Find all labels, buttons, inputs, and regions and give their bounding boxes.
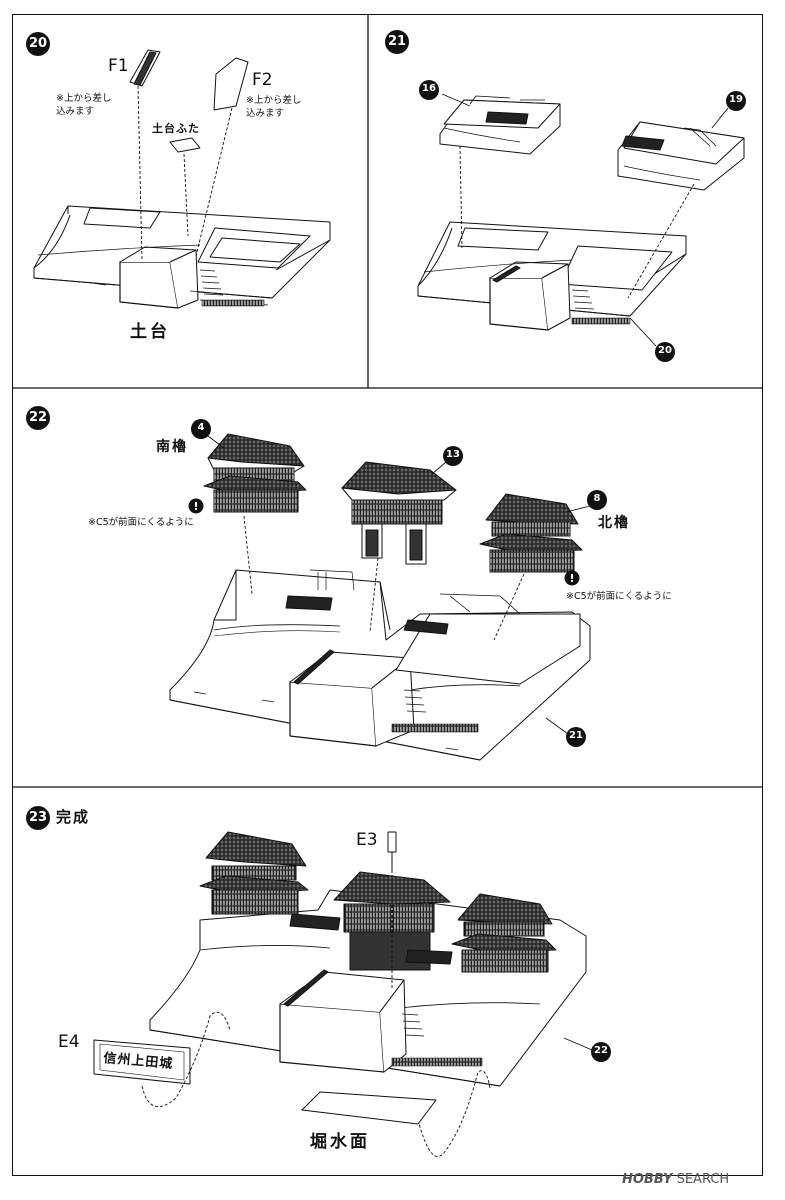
step-21-diagram: [417, 95, 745, 331]
part-16-block: [439, 95, 561, 155]
part-f1: [129, 49, 161, 87]
ref-19: 19: [729, 94, 743, 105]
note-c5-b: ※C5が前面にくるように: [566, 591, 672, 602]
part-e3: [387, 831, 397, 870]
svg-text:!: !: [193, 500, 198, 513]
label-f1: F1: [108, 56, 129, 76]
watermark-brand: HOBBY: [622, 1172, 673, 1187]
ref-16: 16: [422, 83, 436, 94]
label-north-tower: 北櫓: [598, 515, 630, 531]
part-19-block: [617, 121, 745, 191]
step-23-number: 23: [28, 810, 48, 825]
step-21-base: [417, 221, 687, 331]
note-insert-b: ※上から差し 込みます: [246, 95, 302, 119]
note-c5-a: ※C5が前面にくるように: [88, 517, 194, 528]
ref-4: 4: [197, 422, 205, 433]
label-e4: E4: [58, 1032, 80, 1052]
watermark-suffix: SEARCH: [676, 1172, 730, 1187]
warning-icon-b: [564, 570, 580, 586]
step-20-number: 20: [28, 36, 48, 51]
part-e4-plaque: [93, 1039, 191, 1085]
moat-water-plate: [301, 1091, 437, 1125]
step-22-base: [169, 569, 591, 761]
panel-dividers: [12, 14, 763, 788]
north-tower: [479, 493, 583, 573]
caption-dodai: 土台: [130, 322, 170, 342]
step-23-diagram: [93, 831, 587, 1157]
step-23-title: 完成: [56, 808, 91, 826]
south-tower: [203, 433, 307, 513]
step-21-number: 21: [387, 34, 407, 49]
ref-13: 13: [446, 449, 460, 460]
ref-8: 8: [593, 493, 601, 504]
note-insert-a: ※上から差し 込みます: [56, 93, 112, 117]
label-e3: E3: [356, 830, 378, 850]
watermark: HOBBY SEARCH: [622, 1172, 729, 1187]
step-20-diagram: [33, 49, 331, 309]
center-gate: [341, 461, 457, 565]
step-badges: [26, 30, 409, 830]
caption-moat-water: 堀水面: [310, 1132, 370, 1152]
ref-21: 21: [569, 730, 583, 741]
ref-22: 22: [594, 1045, 608, 1056]
warning-icon-a: [188, 498, 204, 514]
label-f2: F2: [252, 70, 273, 90]
step-22-number: 22: [28, 410, 48, 425]
ref-20: 20: [658, 345, 672, 356]
mounting-guides: [141, 1011, 491, 1157]
label-south-tower: 南櫓: [156, 439, 188, 455]
part-f2: [213, 57, 249, 111]
part-lid: [169, 137, 201, 153]
step-22-diagram: ! !: [169, 433, 591, 761]
note-lid: 土台ふた: [152, 122, 200, 135]
part-ref-badges: [191, 80, 746, 1062]
svg-text:!: !: [569, 572, 574, 585]
dodai-base: [33, 205, 331, 309]
completed-castle: [149, 831, 587, 1087]
